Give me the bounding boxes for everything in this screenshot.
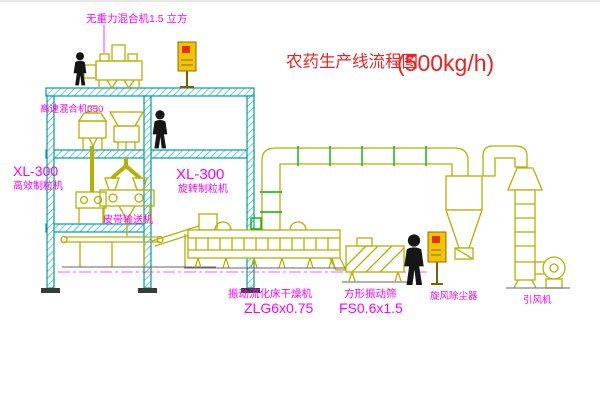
feed-hopper-machine — [108, 111, 145, 150]
label-left-granulator-model: XL-300 — [13, 163, 58, 179]
building-frame — [41, 87, 260, 293]
label-cyclone: 旋风除尘器 — [430, 290, 478, 302]
induced-draft-fan — [534, 256, 570, 289]
label-gravity-mixer: 无重力混合机1.5 立方 — [86, 12, 188, 25]
gravity-mixer — [83, 44, 143, 90]
label-left-granulator-name: 高效制粒机 — [13, 179, 63, 192]
label-fan: 引风机 — [523, 294, 552, 306]
label-screen-name: 方形振动筛 — [344, 287, 397, 300]
worker-ground — [404, 234, 424, 286]
high-speed-mixer — [77, 105, 108, 192]
label-mid-granulator-name: 旋转制粒机 — [178, 182, 228, 195]
label-belt-conveyor: 皮带输送机 — [103, 213, 153, 226]
drawing-title-capacity: (500kg/h) — [397, 50, 494, 76]
label-high-speed-mixer: 高速混合机350 — [40, 103, 103, 115]
vibrating-screen — [342, 237, 410, 283]
control-panel-lower — [427, 231, 447, 285]
worker-top-floor — [73, 52, 87, 86]
exhaust-duct — [250, 146, 469, 231]
drawing-title: 农药生产线流程图 — [286, 52, 418, 71]
left-granulator — [75, 191, 107, 224]
label-dryer-name: 振动流化床干燥机 — [228, 287, 312, 300]
fluid-bed-dryer — [184, 213, 348, 271]
exhaust-stack — [506, 167, 546, 289]
y-distribution-pipe — [107, 158, 145, 180]
panel-indicator — [432, 236, 440, 243]
panel-indicator — [182, 46, 190, 53]
control-panel-upper — [177, 41, 197, 88]
rotary-granulator — [99, 177, 155, 236]
worker-second-floor — [152, 110, 168, 149]
label-dryer-model: ZLG6x0.75 — [244, 300, 313, 316]
cyclone-separator — [445, 145, 528, 260]
label-mid-granulator-model: XL-300 — [176, 166, 224, 183]
label-screen-model: FS0.6x1.5 — [339, 300, 403, 316]
